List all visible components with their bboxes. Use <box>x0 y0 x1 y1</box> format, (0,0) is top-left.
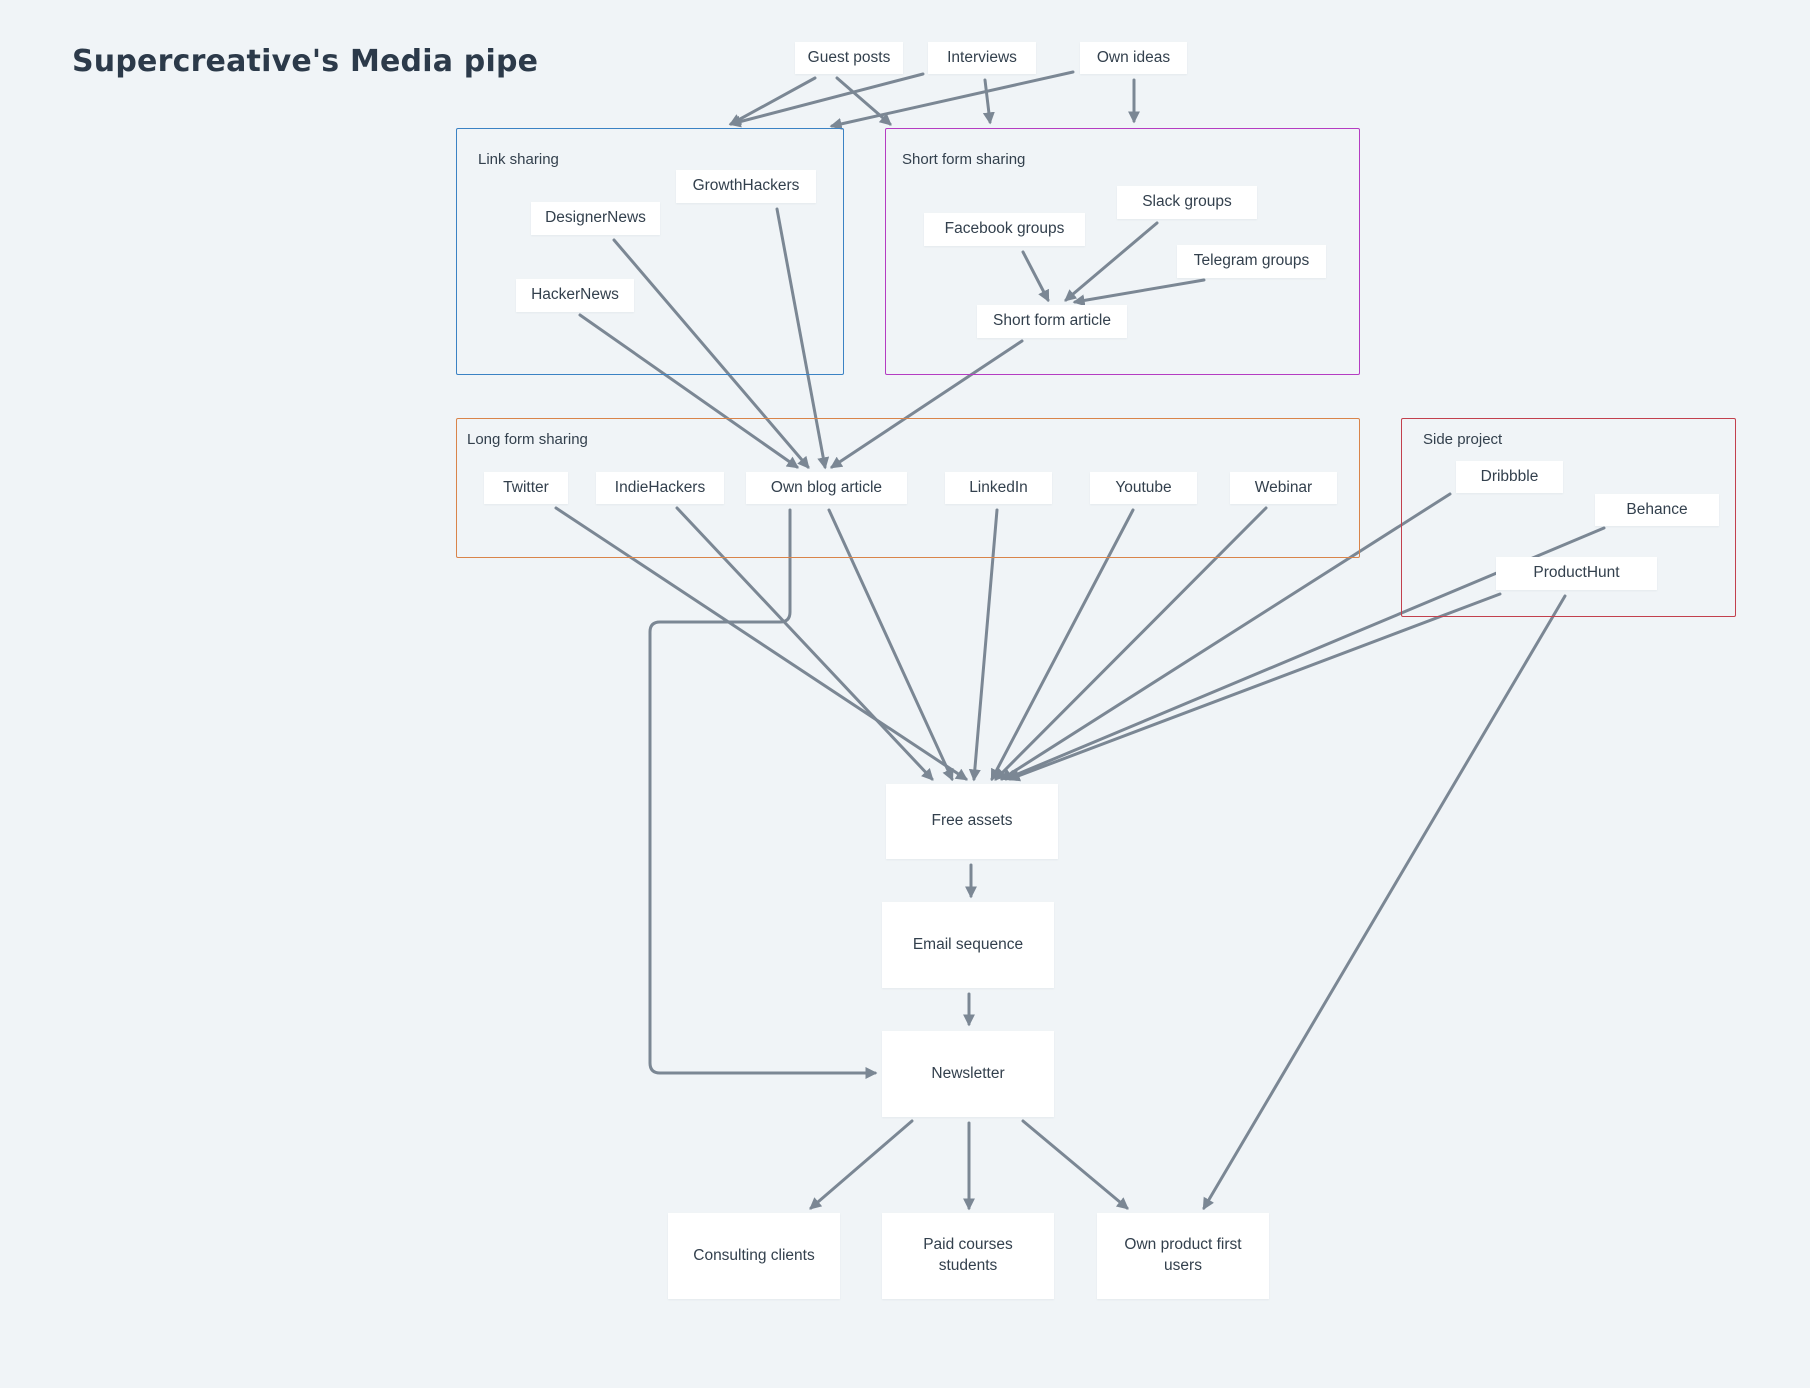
node-facebook-groups[interactable]: Facebook groups <box>924 213 1085 246</box>
edge-telegram-groups-to-short-article <box>1072 278 1206 307</box>
edge-linkedin-to-free-assets <box>968 508 999 782</box>
edge-own-blog-to-newsletter <box>648 508 878 1079</box>
group-side-project: Side project <box>1401 418 1736 617</box>
edge-producthunt-to-free-assets <box>1007 592 1502 782</box>
node-label: Webinar <box>1254 478 1313 496</box>
node-label: Email sequence <box>912 935 1024 953</box>
edge-dribbble-to-free-assets <box>999 492 1452 781</box>
node-label: Youtube <box>1115 478 1172 496</box>
node-label: Paid courses students <box>923 1236 1013 1274</box>
node-paid-courses-students[interactable]: Paid courses students <box>882 1213 1054 1299</box>
node-behance[interactable]: Behance <box>1595 494 1719 526</box>
node-webinar[interactable]: Webinar <box>1230 472 1337 504</box>
node-label: Newsletter <box>931 1064 1005 1082</box>
node-label: DesignerNews <box>545 209 646 227</box>
node-label: Facebook groups <box>944 220 1065 238</box>
node-label: Behance <box>1626 500 1688 518</box>
node-designernews[interactable]: DesignerNews <box>531 202 660 235</box>
edge-interviews-to-short-form <box>982 78 995 125</box>
edge-own-ideas-to-link-sharing <box>829 70 1075 130</box>
node-label: Guest posts <box>807 48 891 66</box>
node-label: Own blog article <box>770 478 883 496</box>
edge-indiehackers-to-free-assets <box>675 506 934 781</box>
node-label: GrowthHackers <box>692 177 800 195</box>
node-label: Consulting clients <box>693 1246 815 1264</box>
node-label: Twitter <box>503 478 549 496</box>
group-short-form-sharing: Short form sharing <box>885 128 1360 375</box>
node-dribbble[interactable]: Dribbble <box>1456 461 1563 493</box>
edge-youtube-to-free-assets <box>990 508 1135 782</box>
node-growthhackers[interactable]: GrowthHackers <box>676 170 816 203</box>
group-link-sharing: Link sharing <box>456 128 844 375</box>
node-label: Slack groups <box>1142 193 1232 211</box>
edge-newsletter-to-consulting <box>809 1119 914 1210</box>
diagram-title: Supercreative's Media pipe <box>72 44 539 79</box>
group-label-short-form-sharing: Short form sharing <box>902 151 1026 168</box>
node-guest-posts[interactable]: Guest posts <box>795 42 903 74</box>
edge-short-article-to-own-blog <box>829 339 1024 469</box>
node-email-sequence[interactable]: Email sequence <box>882 902 1054 988</box>
edge-own-blog-to-free-assets <box>827 508 954 782</box>
edge-producthunt-to-own-product <box>1202 594 1567 1211</box>
edge-growthhackers-to-own-blog <box>775 207 830 470</box>
node-label: ProductHunt <box>1533 564 1620 582</box>
node-label: HackerNews <box>531 286 619 304</box>
node-consulting-clients[interactable]: Consulting clients <box>668 1213 840 1299</box>
edge-designernews-to-own-blog <box>612 238 810 469</box>
node-indiehackers[interactable]: IndieHackers <box>596 472 724 504</box>
node-label: Free assets <box>931 812 1013 830</box>
edge-facebook-groups-to-short-article <box>1021 250 1050 303</box>
node-own-ideas[interactable]: Own ideas <box>1080 42 1187 74</box>
node-label: LinkedIn <box>969 478 1028 496</box>
group-label-long-form-sharing: Long form sharing <box>467 431 588 448</box>
node-youtube[interactable]: Youtube <box>1090 472 1197 504</box>
node-label: Dribbble <box>1480 467 1539 485</box>
group-label-side-project: Side project <box>1423 431 1503 448</box>
node-linkedin[interactable]: LinkedIn <box>945 472 1052 504</box>
node-label: Own product first users <box>1124 1236 1242 1274</box>
edge-webinar-to-free-assets <box>994 506 1268 781</box>
edge-interviews-to-link-sharing <box>728 72 925 128</box>
node-label: Own ideas <box>1096 48 1171 66</box>
group-long-form-sharing: Long form sharing <box>456 418 1360 558</box>
node-short-form-article[interactable]: Short form article <box>977 305 1127 338</box>
edge-newsletter-to-own-product <box>1021 1119 1129 1210</box>
node-slack-groups[interactable]: Slack groups <box>1117 186 1257 219</box>
node-label: Interviews <box>947 48 1017 66</box>
node-own-blog-article[interactable]: Own blog article <box>746 472 907 504</box>
node-own-product-first-users[interactable]: Own product first users <box>1097 1213 1269 1299</box>
group-label-link-sharing: Link sharing <box>478 151 559 168</box>
edge-hackernews-to-own-blog <box>578 313 799 469</box>
node-hackernews[interactable]: HackerNews <box>516 279 634 312</box>
node-label: Short form article <box>992 312 1111 330</box>
node-twitter[interactable]: Twitter <box>484 472 568 504</box>
node-producthunt[interactable]: ProductHunt <box>1496 557 1657 590</box>
edge-twitter-to-free-assets <box>554 506 969 781</box>
node-free-assets[interactable]: Free assets <box>886 784 1058 859</box>
node-label: IndieHackers <box>614 478 706 496</box>
node-interviews[interactable]: Interviews <box>928 42 1036 74</box>
node-newsletter[interactable]: Newsletter <box>882 1031 1054 1117</box>
edge-slack-groups-to-short-article <box>1064 221 1159 302</box>
node-telegram-groups[interactable]: Telegram groups <box>1177 245 1326 278</box>
edge-guest-posts-to-link-sharing <box>728 76 817 126</box>
node-label: Telegram groups <box>1193 252 1310 270</box>
